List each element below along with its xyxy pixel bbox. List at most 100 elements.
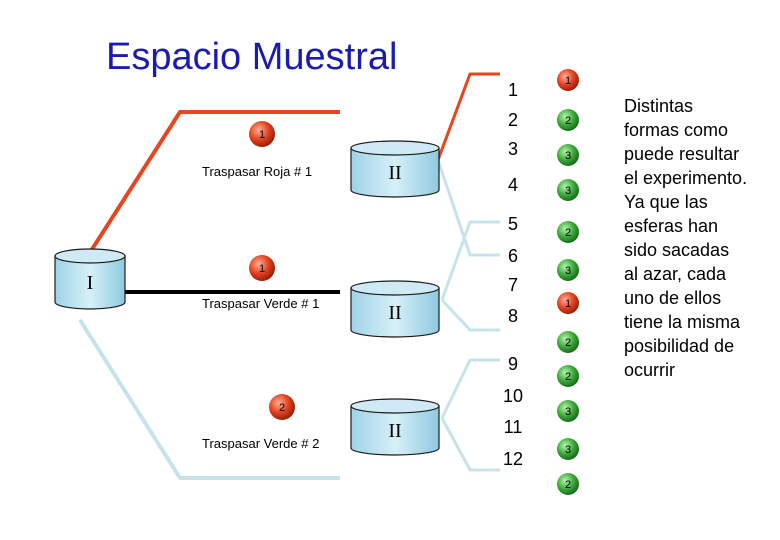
ball-circle <box>557 109 579 131</box>
outcome-number: 12 <box>503 449 523 469</box>
ball-number: 2 <box>565 479 571 491</box>
ball-marker: 3 <box>557 400 579 422</box>
ball-marker: 1 <box>557 292 579 314</box>
ball-circle <box>557 473 579 495</box>
ball-circle <box>557 221 579 243</box>
description-line: posibilidad de <box>624 336 735 356</box>
ball-circle <box>269 394 295 420</box>
ball-number: 3 <box>565 185 571 197</box>
description-line: Ya que las <box>624 192 708 212</box>
ball-marker: 3 <box>557 144 579 166</box>
ball-marker: 2 <box>557 473 579 495</box>
ball-marker: 1 <box>557 69 579 91</box>
urn-root: I <box>54 248 126 310</box>
urn-top <box>350 140 440 156</box>
branch-line-verde2 <box>78 318 340 480</box>
outcome-number: 2 <box>508 110 518 130</box>
urn-body <box>350 147 440 198</box>
ball-number: 1 <box>259 129 265 141</box>
urn-label: II <box>388 162 401 184</box>
ball-marker: 2 <box>557 109 579 131</box>
ball-circle <box>557 292 579 314</box>
ball-number: 2 <box>279 402 285 414</box>
ball-marker: 1 <box>249 255 275 281</box>
urn-ii: II <box>350 398 440 456</box>
ball-number: 2 <box>565 371 571 383</box>
ball-circle <box>557 438 579 460</box>
urn-ii: II <box>350 140 440 198</box>
urn-label: II <box>388 420 401 442</box>
ball-marker: 2 <box>557 221 579 243</box>
outcome-line <box>440 220 500 301</box>
ball-circle <box>249 121 275 147</box>
urn-ii: II <box>350 280 440 338</box>
outcome-line <box>440 417 500 472</box>
diagram-title: Espacio Muestral <box>106 36 398 78</box>
urn-label: I <box>87 272 94 294</box>
ball-circle <box>557 331 579 353</box>
description-text: Distintas formas como puede resultar el exp… <box>624 94 774 382</box>
ball-circle <box>557 259 579 281</box>
outcome-number: 5 <box>508 214 518 234</box>
description-line: formas como <box>624 120 729 140</box>
outcome-number: 11 <box>504 417 523 437</box>
outcome-number: 7 <box>508 275 518 295</box>
description-line: puede resultar <box>624 144 740 164</box>
ball-marker: 2 <box>557 365 579 387</box>
urn-label: II <box>388 302 401 324</box>
description-line: tiene la misma <box>624 312 741 332</box>
outcome-number: 10 <box>503 386 523 406</box>
description-line: Distintas <box>624 96 694 116</box>
ball-marker: 3 <box>557 438 579 460</box>
outcome-line <box>440 298 500 332</box>
description-line: el experimento. <box>624 168 748 188</box>
ball-number: 2 <box>565 115 571 127</box>
ball-circle <box>557 144 579 166</box>
description-line: al azar, cada <box>624 264 727 284</box>
ball-number: 1 <box>565 298 571 310</box>
ball-marker: 2 <box>557 331 579 353</box>
description-line: sido sacadas <box>624 240 730 260</box>
ball-circle <box>557 365 579 387</box>
ball-number: 3 <box>565 265 571 277</box>
ball-marker: 1 <box>249 121 275 147</box>
ball-marker: 3 <box>557 179 579 201</box>
branch-label: Traspasar Verde # 1 <box>202 296 319 311</box>
branch-line-roja <box>78 110 340 270</box>
ball-number: 1 <box>565 75 571 87</box>
outcome-line <box>436 159 500 257</box>
ball-number: 3 <box>565 444 571 456</box>
urn-body <box>350 405 440 456</box>
ball-number: 3 <box>565 150 571 162</box>
outcome-number: 8 <box>508 306 518 326</box>
urn-top <box>350 398 440 414</box>
urn-top <box>350 280 440 296</box>
branch-label: Traspasar Roja # 1 <box>202 164 312 179</box>
outcome-line <box>436 72 500 161</box>
ball-circle <box>249 255 275 281</box>
ball-number: 1 <box>259 263 265 275</box>
outcome-number: 9 <box>508 354 518 374</box>
ball-number: 2 <box>565 337 571 349</box>
description-line: esferas han <box>624 216 719 236</box>
description-line: ocurrir <box>624 360 676 380</box>
urn-body <box>350 287 440 338</box>
ball-circle <box>557 179 579 201</box>
ball-marker: 3 <box>557 259 579 281</box>
description-line: uno de ellos <box>624 288 722 308</box>
ball-number: 3 <box>565 406 571 418</box>
ball-marker: 2 <box>269 394 295 420</box>
ball-circle <box>557 400 579 422</box>
outcome-number: 6 <box>508 246 518 266</box>
outcome-line <box>440 358 500 419</box>
ball-number: 2 <box>565 227 571 239</box>
outcome-number: 1 <box>508 80 518 100</box>
outcome-number: 4 <box>508 175 518 195</box>
branch-label: Traspasar Verde # 2 <box>202 436 319 451</box>
outcome-number: 3 <box>508 139 518 159</box>
urn-body <box>54 255 126 310</box>
ball-circle <box>557 69 579 91</box>
urn-top <box>54 248 126 264</box>
